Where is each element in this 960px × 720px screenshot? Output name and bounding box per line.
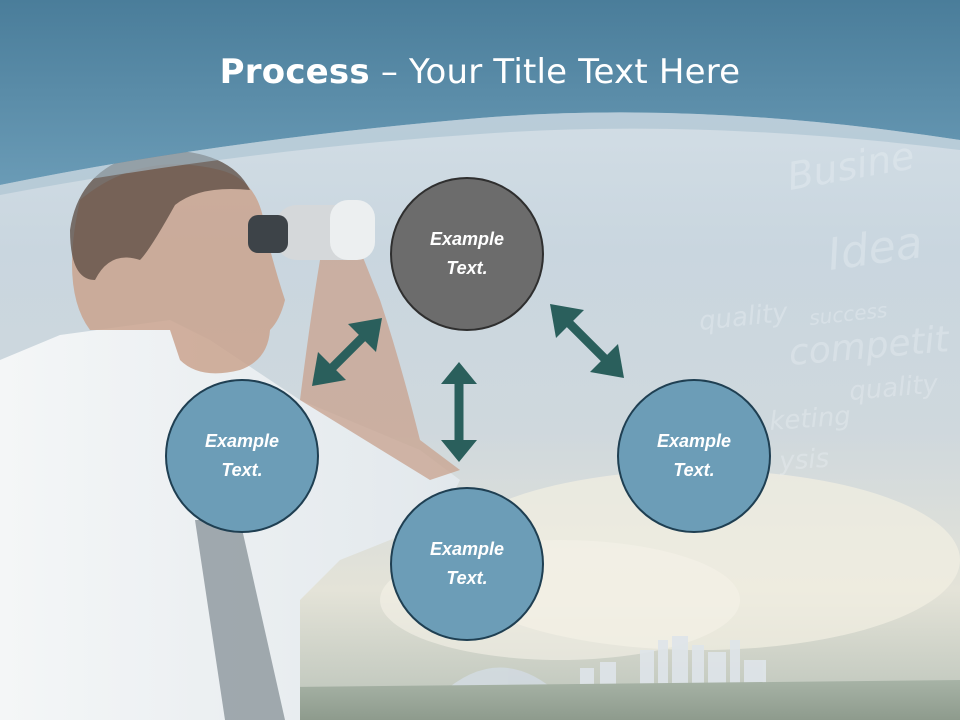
svg-text:quality: quality [698,298,790,337]
title-separator: – [369,52,410,92]
title-bold: Process [219,52,370,92]
svg-text:Busine: Busine [784,133,918,199]
node-left[interactable]: Example Text. [165,379,319,533]
svg-text:keting: keting [768,401,851,437]
svg-text:quality: quality [848,369,940,407]
node-bottom[interactable]: Example Text. [390,487,544,641]
node-right[interactable]: Example Text. [617,379,771,533]
svg-text:Idea: Idea [824,217,925,281]
svg-text:ysis: ysis [777,444,830,477]
node-top[interactable]: Example Text. [390,177,544,331]
slide-title: Process – Your Title Text Here [0,52,960,92]
title-rest: Your Title Text Here [409,52,741,92]
